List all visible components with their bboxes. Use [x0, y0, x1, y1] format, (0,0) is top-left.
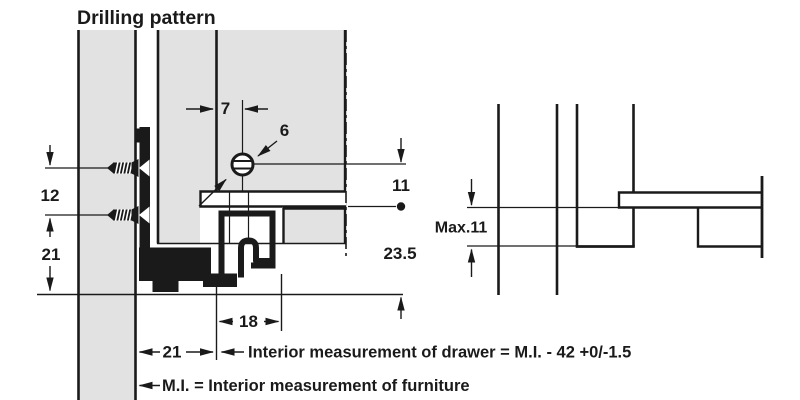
drawer-bottom-block	[283, 208, 346, 243]
drawer-formula-note: Interior measurement of drawer = M.I. - …	[248, 344, 631, 362]
dim-7-label: 7	[221, 99, 230, 118]
slide-flange-bar	[199, 190, 346, 208]
max11-label: Max.11	[435, 220, 488, 237]
screw-head-notch	[139, 206, 150, 224]
dim-21-left-label: 21	[42, 245, 61, 264]
dim-6-leader-upper	[257, 140, 278, 157]
dim-11-label: 11	[392, 176, 410, 195]
dimension-annotations: 7 6 11 23.5 12 21 18 21 Interior measure…	[37, 99, 631, 395]
screw-head-notch	[139, 159, 150, 177]
detail-flange-bar	[617, 191, 762, 209]
dimension-reference-dot	[396, 202, 406, 211]
detail-notch	[696, 208, 762, 248]
mi-legend-note: M.I. = Interior measurement of furniture	[162, 377, 470, 395]
mounting-screw-top	[107, 159, 150, 177]
dim-18-label: 18	[239, 312, 258, 331]
main-section-view	[45, 30, 347, 400]
slide-profile-strip	[139, 127, 150, 252]
slide-profile-foot-tab	[152, 281, 179, 292]
right-detail-view: Max.11	[435, 104, 764, 295]
slide-profile-top-lug	[136, 128, 140, 143]
dim-6-leader-lower	[198, 178, 227, 207]
dim-23-5-label: 23.5	[383, 244, 416, 263]
drawer-rail-hook-profile	[218, 210, 276, 278]
slide-clip-profile	[238, 237, 273, 278]
slide-profile-foot	[139, 247, 237, 287]
dim-6-label: 6	[280, 121, 289, 140]
dim-12-label: 12	[41, 186, 60, 205]
dim-21-bottom-label: 21	[163, 343, 182, 362]
mounting-screw-bottom	[107, 206, 150, 224]
page-title: Drilling pattern	[77, 7, 216, 29]
drawer-panel-left-of-flange	[157, 191, 200, 243]
drill-hole	[230, 152, 255, 177]
